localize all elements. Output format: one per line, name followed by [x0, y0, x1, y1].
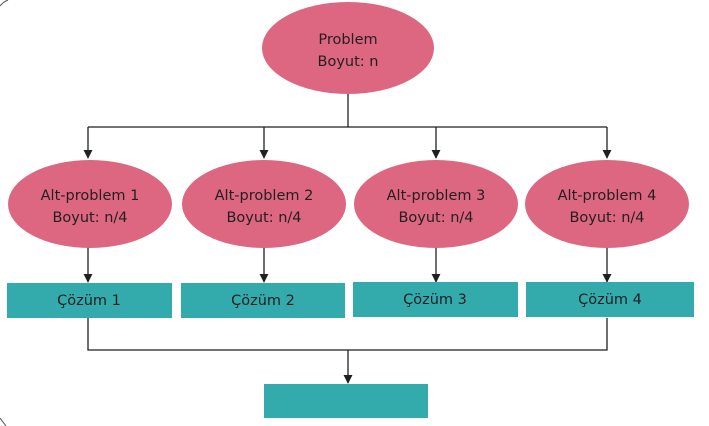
subproblem-size-4: Boyut: n/4: [569, 210, 644, 226]
merge-connectors: [87, 318, 608, 384]
subproblem-title-1: Alt-problem 1: [41, 188, 140, 204]
subproblem-title-3: Alt-problem 3: [387, 188, 486, 204]
solution-rect-4: [526, 282, 694, 317]
solution-box: Çözüm 4: [526, 282, 694, 317]
solution-box: Çözüm 1: [7, 283, 172, 318]
solution-rect-2: [181, 283, 345, 318]
frame-corner-top-left: [0, 0, 9, 7]
subproblem-size-2: Boyut: n/4: [226, 210, 301, 226]
subproblem-ellipse-3: [354, 160, 518, 248]
subproblem-ellipse-2: [182, 160, 346, 248]
solution-label-2: Çözüm 2: [231, 293, 295, 309]
subproblem-title-4: Alt-problem 4: [558, 188, 657, 204]
root-problem-node: Problem Boyut: n: [262, 2, 434, 94]
merge-bus: [87, 318, 608, 351]
subproblem-ellipse-4: [525, 160, 689, 248]
solve-connectors: [83, 247, 612, 283]
solution-box: Çözüm 3: [353, 282, 518, 317]
subproblem-ellipse-1: [8, 160, 172, 248]
subproblem-title-2: Alt-problem 2: [215, 188, 314, 204]
solution-box: Çözüm 2: [181, 283, 345, 318]
final-solution-rect: [264, 384, 428, 418]
subproblem-node: Alt-problem 3 Boyut: n/4: [354, 160, 518, 248]
split-connectors: [83, 93, 612, 159]
subproblem-size-3: Boyut: n/4: [398, 210, 473, 226]
solution-label-3: Çözüm 3: [403, 292, 467, 308]
root-problem-title: Problem: [318, 32, 377, 48]
solution-rect-1: [7, 283, 172, 318]
frame-corner-bottom-left: [0, 417, 7, 426]
solution-label-4: Çözüm 4: [578, 292, 642, 308]
subproblem-node: Alt-problem 1 Boyut: n/4: [8, 160, 172, 248]
solution-rect-3: [353, 282, 518, 317]
subproblem-node: Alt-problem 2 Boyut: n/4: [182, 160, 346, 248]
solution-label-1: Çözüm 1: [57, 293, 121, 309]
subproblem-size-1: Boyut: n/4: [52, 210, 127, 226]
subproblem-node: Alt-problem 4 Boyut: n/4: [525, 160, 689, 248]
root-problem-ellipse: [262, 2, 434, 94]
root-problem-size: Boyut: n: [318, 54, 379, 70]
final-solution-box: [264, 384, 428, 418]
